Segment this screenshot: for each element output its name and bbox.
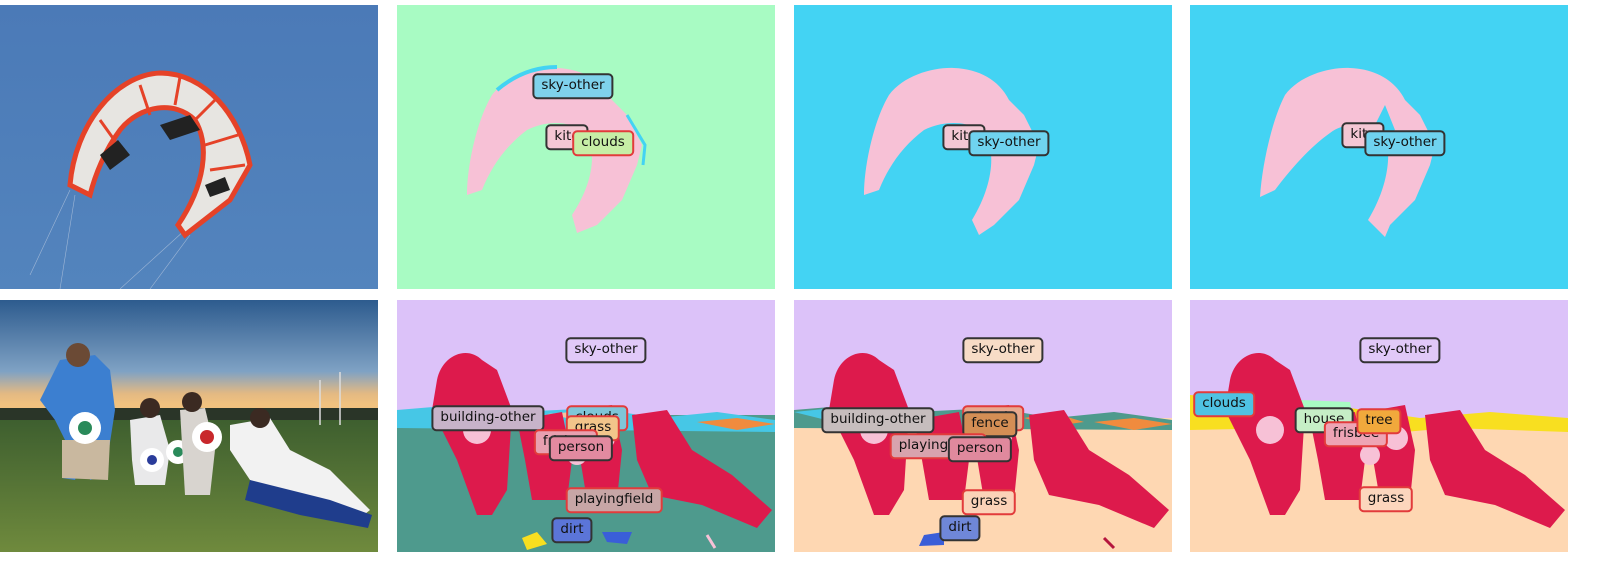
label-tag: playingfield — [565, 487, 663, 513]
segmentation-panel-a3 — [1190, 5, 1568, 289]
label-tag: building-other — [431, 405, 545, 431]
label-tag: person — [548, 435, 614, 461]
label-tag: clouds — [572, 130, 634, 156]
label-tag: sky-other — [565, 337, 647, 363]
label-tag: dirt — [551, 517, 593, 543]
segmentation-panel-a2 — [794, 5, 1172, 289]
kite-photo — [0, 5, 378, 289]
segmentation-panel-a1 — [397, 5, 775, 289]
label-tag: sky-other — [1359, 337, 1441, 363]
label-tag: dirt — [939, 515, 981, 541]
frisbee-group-photo — [0, 300, 378, 552]
label-tag: clouds — [1193, 391, 1255, 417]
label-tag: person — [947, 436, 1013, 462]
label-tag: fence — [962, 411, 1018, 437]
label-tag: grass — [961, 489, 1017, 515]
label-tag: sky-other — [962, 337, 1044, 363]
label-tag: grass — [1358, 486, 1414, 512]
label-tag: tree — [1356, 408, 1402, 434]
label-tag: sky-other — [1364, 130, 1446, 156]
label-tag: sky-other — [968, 130, 1050, 156]
label-tag: sky-other — [532, 73, 614, 99]
label-tag: building-other — [821, 407, 935, 433]
